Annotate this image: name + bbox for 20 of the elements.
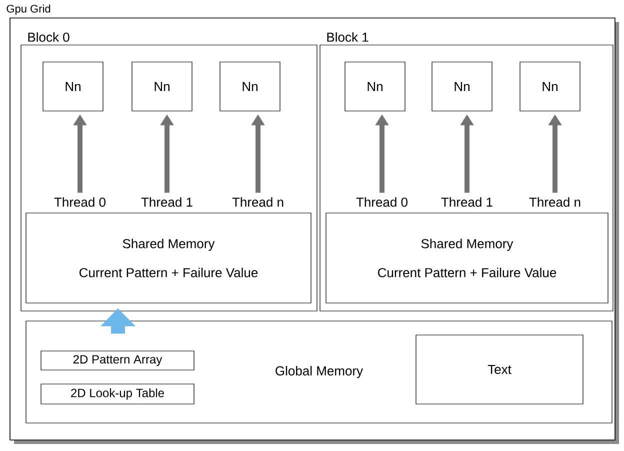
thread-label: Thread n bbox=[529, 197, 580, 207]
memory-box: Shared Memory Current Pattern + Failure Value bbox=[26, 212, 312, 304]
thread-label: Thread n bbox=[232, 197, 284, 207]
box: Text bbox=[416, 334, 584, 404]
node-label: Block 1 bbox=[327, 32, 368, 42]
box: 2D Look-up Table bbox=[40, 384, 194, 404]
thread-label: Thread 0 bbox=[356, 197, 408, 207]
node-label: Block 0 bbox=[28, 32, 70, 42]
box: Nn bbox=[42, 62, 104, 112]
box: Nn bbox=[432, 62, 492, 112]
thread-label: Thread 1 bbox=[141, 197, 192, 207]
box: Nn bbox=[220, 62, 280, 112]
box: Nn bbox=[520, 62, 580, 112]
node-label: Gpu Grid bbox=[6, 4, 50, 15]
box: Nn bbox=[344, 62, 406, 112]
thread-label: Thread 1 bbox=[441, 197, 492, 207]
thread-label: Thread 0 bbox=[54, 197, 106, 207]
box: Nn bbox=[132, 62, 192, 112]
box: 2D Pattern Array bbox=[40, 350, 194, 370]
memory-box: Shared Memory Current Pattern + Failure Value bbox=[326, 212, 608, 304]
